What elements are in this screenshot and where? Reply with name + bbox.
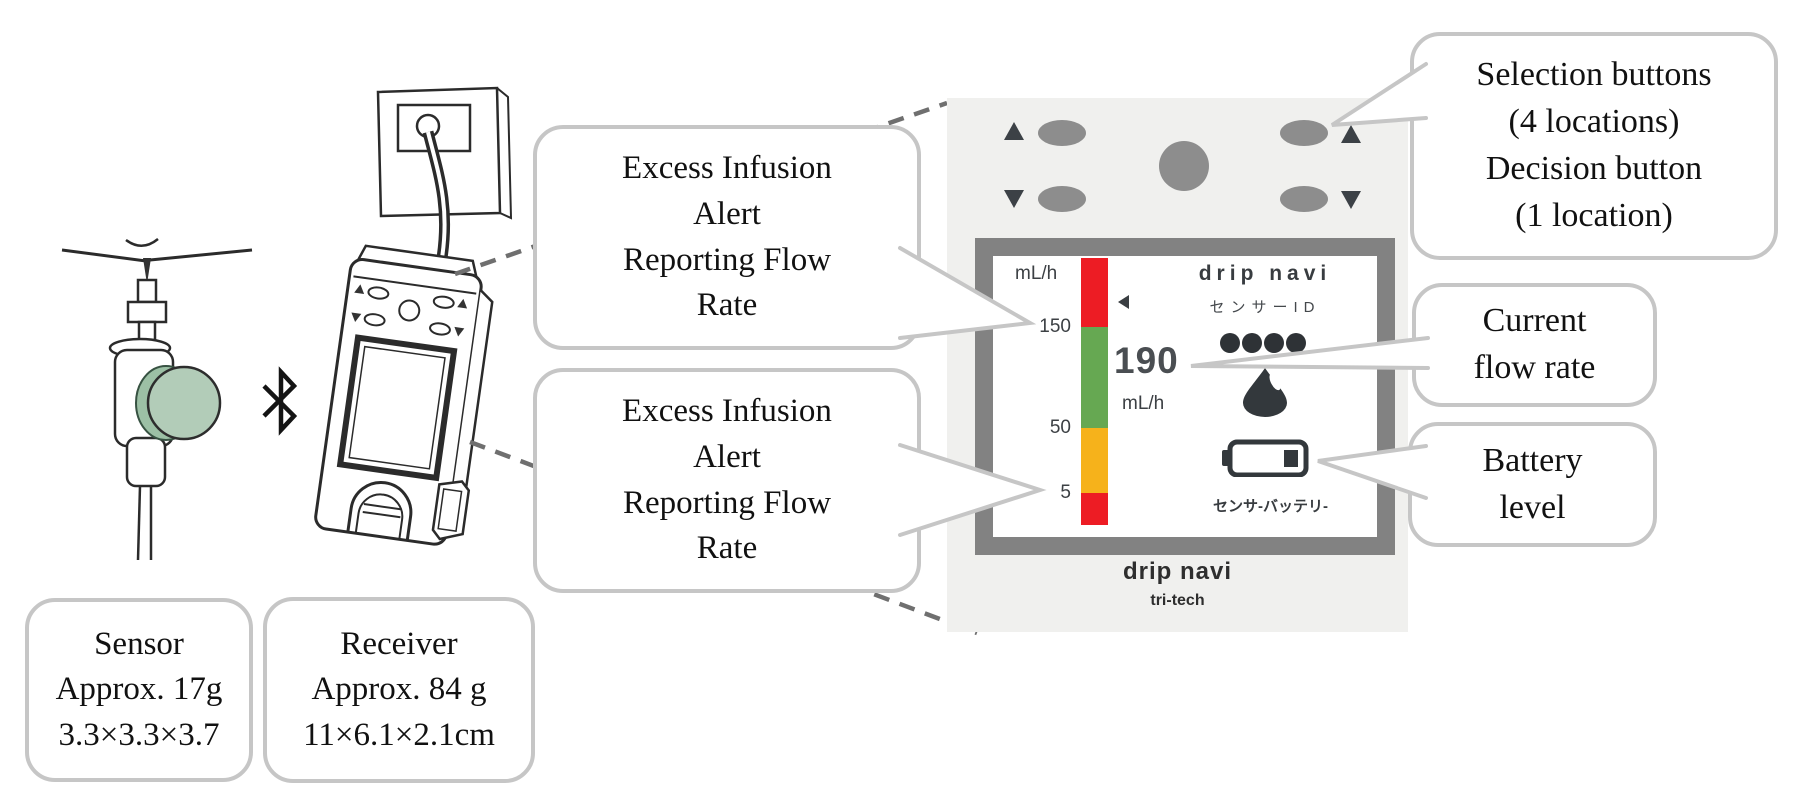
scale-unit-label: mL/h (1015, 263, 1058, 284)
up-triangle-left-icon (1004, 122, 1024, 140)
receiver-buttons (351, 284, 468, 337)
callout-receiver-spec: Receiver Approx. 84 g 11×6.1×2.1cm (263, 597, 535, 783)
callout-excess-alert-upper: Excess Infusion Alert Reporting Flow Rat… (533, 125, 921, 350)
current-flow-unit: mL/h (1122, 393, 1165, 414)
device-name: drip navi (1122, 558, 1233, 585)
bar-amber (1081, 428, 1108, 493)
decision-button (1159, 141, 1209, 191)
up-triangle-right-icon (1341, 125, 1361, 143)
bar-marker-icon (1118, 295, 1129, 309)
tick-50: 50 (1049, 417, 1071, 438)
down-triangle-left-icon (1004, 190, 1024, 208)
battery-icon (1222, 439, 1309, 477)
wall-outlet-illustration (376, 86, 513, 259)
callout-battery-level: Battery level (1408, 422, 1657, 547)
bar-red-bottom (1081, 493, 1108, 525)
selection-button-left-down (1038, 186, 1086, 212)
down-triangle-right-icon (1341, 191, 1361, 209)
receiver-screen (336, 334, 458, 482)
callout-excess-alert-lower: Excess Infusion Alert Reporting Flow Rat… (533, 368, 921, 593)
receiver-panel-zoom: mL/h 150 50 5 190 mL/h drip navi センサーID (947, 98, 1408, 632)
callout-sensor-spec: Sensor Approx. 17g 3.3×3.3×3.7 (25, 598, 253, 782)
selection-button-left-up (1038, 120, 1086, 146)
sensor-id-label: センサーID (1209, 299, 1321, 316)
callout-current-flow-rate: Current flow rate (1412, 283, 1657, 407)
tick-150: 150 (1039, 316, 1071, 337)
tick-5: 5 (1060, 482, 1071, 503)
panel-screen: mL/h 150 50 5 190 mL/h drip navi センサーID (975, 238, 1395, 555)
selection-button-right-up (1280, 120, 1328, 146)
selection-button-right-down (1280, 186, 1328, 212)
sensor-illustration (61, 238, 253, 561)
callout-selection-buttons: Selection buttons (4 locations) Decision… (1410, 32, 1778, 260)
receiver-latch (431, 480, 471, 541)
flow-rate-color-bar (1081, 258, 1108, 525)
bar-green (1081, 327, 1108, 428)
current-flow-value: 190 (1114, 340, 1179, 381)
bluetooth-icon (262, 366, 298, 436)
panel-button-cluster (1004, 120, 1361, 212)
sensor-battery-label: センサ-バッテリ- (1213, 498, 1328, 515)
screen-title: drip navi (1198, 262, 1332, 285)
water-drop-icon (1243, 368, 1287, 417)
brand-name: tri-tech (1150, 592, 1205, 609)
sensor-disc (135, 365, 222, 441)
receiver-illustration (314, 244, 494, 546)
bar-red-top (1081, 258, 1108, 327)
sensor-id-dots (1220, 333, 1306, 353)
